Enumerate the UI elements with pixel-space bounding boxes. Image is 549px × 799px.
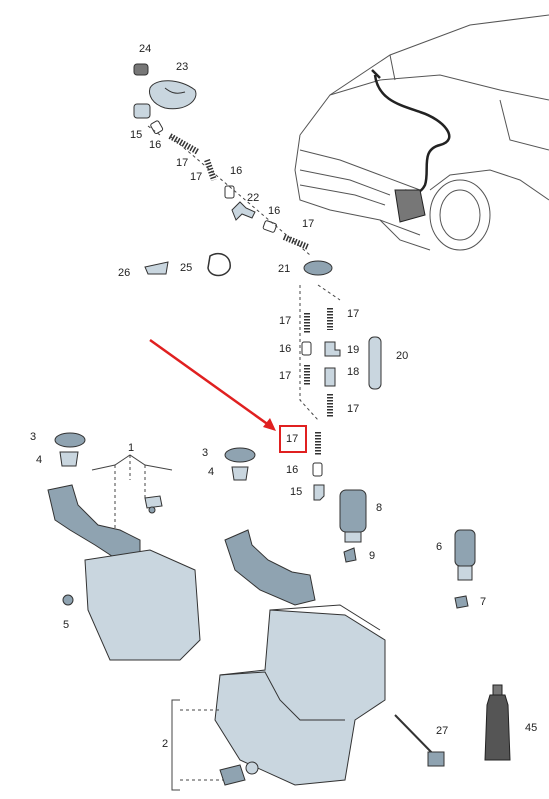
part-21-grommet: [303, 260, 333, 276]
callout-24: 24: [139, 43, 152, 55]
part-8-pump: [339, 489, 367, 533]
part-27-sensor: [394, 714, 438, 759]
callout-16: 16: [268, 205, 281, 217]
part-19-shape: [324, 341, 341, 357]
part-9-seal: [343, 547, 357, 563]
callout-3: 3: [202, 447, 209, 459]
callout-15: 15: [130, 129, 143, 141]
callout-22: 22: [247, 192, 260, 204]
callout-18: 18: [347, 366, 360, 378]
part-16-col-left: [301, 341, 312, 356]
callout-4: 4: [36, 454, 43, 466]
callout-19: 19: [347, 344, 360, 356]
callout-4: 4: [208, 466, 215, 478]
part-4-strainer-middle: [231, 466, 249, 481]
callout-16: 16: [279, 343, 292, 355]
part-16-right-shape: [262, 220, 277, 233]
callout-2: 2: [162, 738, 169, 750]
part-23-shape: [149, 80, 197, 110]
part-17-hose-b: [204, 159, 217, 181]
part-16-top-shape: [150, 120, 164, 134]
callout-17: 17: [347, 403, 360, 415]
callout-45: 45: [525, 722, 538, 734]
part-1-filler-neck: [47, 484, 141, 561]
callout-17-highlighted: 17: [286, 433, 299, 445]
callout-3: 3: [30, 431, 37, 443]
callout-17: 17: [279, 315, 292, 327]
callout-15: 15: [290, 486, 303, 498]
callout-20: 20: [396, 350, 409, 362]
callout-17: 17: [279, 370, 292, 382]
part-4-strainer-left: [59, 451, 79, 467]
part-22-shape: [231, 201, 256, 221]
part-5-plug: [62, 594, 74, 606]
part-7-seal: [454, 595, 469, 609]
callout-1: 1: [128, 442, 135, 454]
part-25-shape: [207, 252, 231, 277]
pointer-arrow: [149, 338, 274, 430]
callout-17: 17: [176, 157, 189, 169]
part-18-shape: [324, 367, 336, 387]
part-3-cap-left: [54, 432, 86, 448]
callout-23: 23: [176, 61, 189, 73]
part-2-tank: [214, 609, 386, 786]
callout-17: 17: [347, 308, 360, 320]
callout-17: 17: [190, 171, 203, 183]
highlight-box: [279, 425, 307, 453]
part-1-tank: [84, 549, 201, 661]
part-45-fluid-bottle: [484, 694, 511, 761]
callout-26: 26: [118, 267, 131, 279]
callout-16: 16: [149, 139, 162, 151]
callout-17: 17: [302, 218, 315, 230]
callout-16: 16: [230, 165, 243, 177]
part-20-sleeve: [368, 336, 382, 390]
part-3-cap-middle: [224, 447, 256, 463]
callout-27: 27: [436, 725, 449, 737]
pump-on-car: [394, 189, 426, 223]
part-17-hose-c: [282, 234, 310, 250]
part-15-lower: [313, 484, 325, 501]
pointer-arrow-head: [263, 418, 276, 431]
part-16-mid-shape: [224, 185, 235, 199]
callout-8: 8: [376, 502, 383, 514]
callout-21: 21: [278, 263, 291, 275]
callout-25: 25: [180, 262, 193, 274]
callout-9: 9: [369, 550, 376, 562]
part-24-shape: [133, 63, 149, 76]
part-2-filler-neck: [224, 529, 316, 606]
callout-7: 7: [480, 596, 487, 608]
part-26-shape: [144, 261, 169, 275]
car-front-illustration: [294, 14, 549, 251]
callout-5: 5: [63, 619, 70, 631]
part-16-lower: [312, 462, 323, 477]
washer-hose-on-car: [371, 69, 451, 195]
callout-16: 16: [286, 464, 299, 476]
part-17-hose-a: [168, 133, 200, 155]
part-15-top-shape: [133, 103, 151, 119]
callout-6: 6: [436, 541, 443, 553]
part-6-pump: [454, 529, 476, 567]
